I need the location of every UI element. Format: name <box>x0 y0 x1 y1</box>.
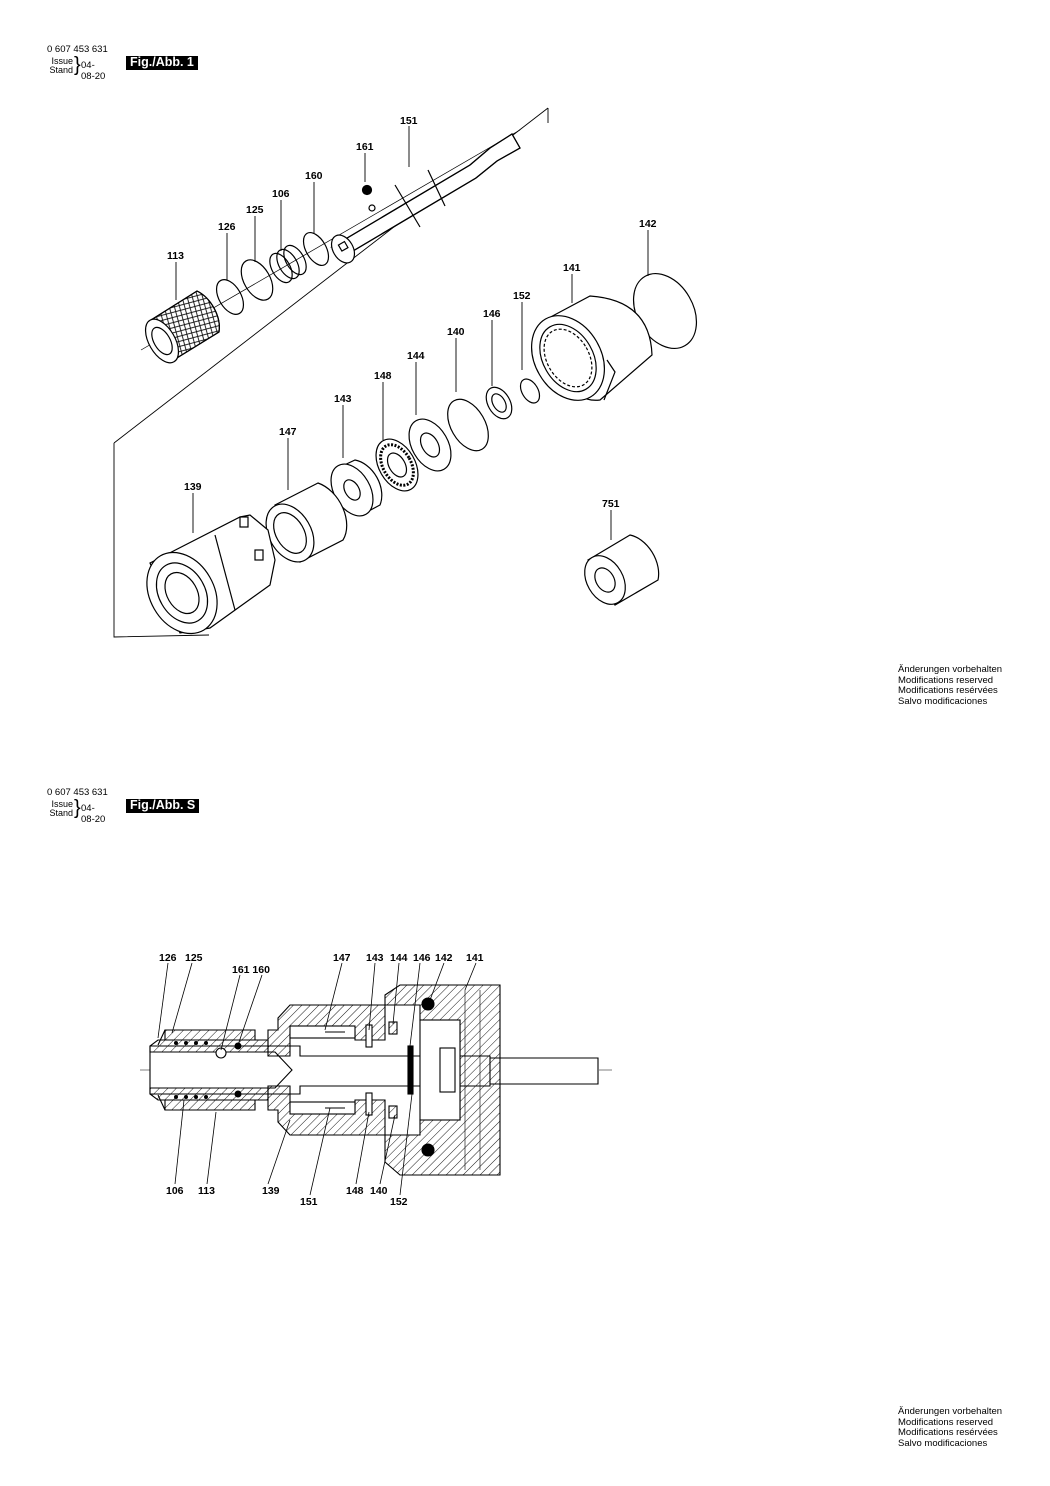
part-160-ring <box>302 232 330 266</box>
section-view <box>140 984 612 1176</box>
part-113-sleeve <box>144 290 220 364</box>
issue-stand: Issue Stand <box>49 799 73 818</box>
figure-label: Fig./Abb. S <box>126 799 200 813</box>
part-147-bushing <box>265 482 348 563</box>
part-139-housing <box>146 514 276 635</box>
exploded-labels: 151 161 160 106 125 126 113 142 141 152 … <box>167 115 657 510</box>
label-113: 113 <box>167 250 184 262</box>
part-144-washer <box>408 418 452 472</box>
modifications-notice: Änderungen vorbehalten Modifications res… <box>898 664 1003 707</box>
section-label: 148 <box>346 1185 364 1197</box>
label-125: 125 <box>246 204 264 216</box>
leader-lines <box>175 126 649 540</box>
section-label: 126 <box>159 952 177 964</box>
sheet2-header: 0 607 453 631 Issue Stand } 04-08-20 Fig… <box>47 787 200 825</box>
issue-date: 04-08-20 <box>81 60 106 82</box>
label-141: 141 <box>563 262 581 274</box>
section-label: 142 <box>435 952 453 964</box>
assembly-plane <box>113 443 210 638</box>
section-label: 106 <box>166 1185 184 1197</box>
modifications-notice: Änderungen vorbehalten Modifications res… <box>898 1406 1003 1449</box>
part-126-snap-ring <box>215 279 245 315</box>
label-161: 161 <box>356 141 374 153</box>
section-label: 152 <box>390 1196 408 1208</box>
part-125-ring <box>240 259 274 301</box>
figure-label: Fig./Abb. 1 <box>126 56 198 70</box>
label-139: 139 <box>184 481 202 493</box>
section-leaders <box>157 962 477 1196</box>
part-143-disc <box>330 459 383 517</box>
part-141-nut <box>531 295 653 401</box>
issue-date: 04-08-20 <box>81 803 106 825</box>
label-751: 751 <box>602 498 620 510</box>
part-146-washer <box>485 386 513 420</box>
issue-stand: Issue Stand <box>49 56 73 75</box>
label-151: 151 <box>400 115 418 127</box>
section-label: 141 <box>466 952 484 964</box>
part-151-spindle <box>330 133 521 264</box>
part-148-bearing <box>375 438 419 492</box>
part-140-snap-ring <box>447 398 489 452</box>
label-147: 147 <box>279 426 297 438</box>
label-140: 140 <box>447 326 465 338</box>
section-label: 139 <box>262 1185 280 1197</box>
section-label: 147 <box>333 952 351 964</box>
exploded-view <box>113 107 698 638</box>
section-label: 144 <box>390 952 408 964</box>
label-146: 146 <box>483 308 501 320</box>
section-label: 125 <box>185 952 203 964</box>
section-labels: 126 125 161 160 147 143 144 146 142 141 … <box>159 952 484 1208</box>
part-751-sleeve <box>584 534 660 606</box>
label-143: 143 <box>334 393 352 405</box>
part-number: 0 607 453 631 <box>47 787 108 798</box>
label-160: 160 <box>305 170 323 182</box>
brace: } <box>74 54 81 76</box>
section-label: 161 160 <box>232 964 270 976</box>
section-label: 140 <box>370 1185 388 1197</box>
section-label: 151 <box>300 1196 318 1208</box>
part-106-spring <box>269 244 307 284</box>
brace: } <box>74 797 81 819</box>
section-label: 143 <box>366 952 384 964</box>
part-number: 0 607 453 631 <box>47 44 108 55</box>
label-152: 152 <box>513 290 531 302</box>
label-142: 142 <box>639 218 657 230</box>
sheet1-header: 0 607 453 631 Issue Stand } 04-08-20 Fig… <box>47 44 198 82</box>
label-106: 106 <box>272 188 290 200</box>
section-label: 146 <box>413 952 431 964</box>
label-148: 148 <box>374 370 392 382</box>
label-126: 126 <box>218 221 236 233</box>
label-144: 144 <box>407 350 425 362</box>
section-label: 113 <box>198 1185 215 1197</box>
part-152-circlip <box>519 378 541 404</box>
part-161-ball <box>361 184 373 196</box>
